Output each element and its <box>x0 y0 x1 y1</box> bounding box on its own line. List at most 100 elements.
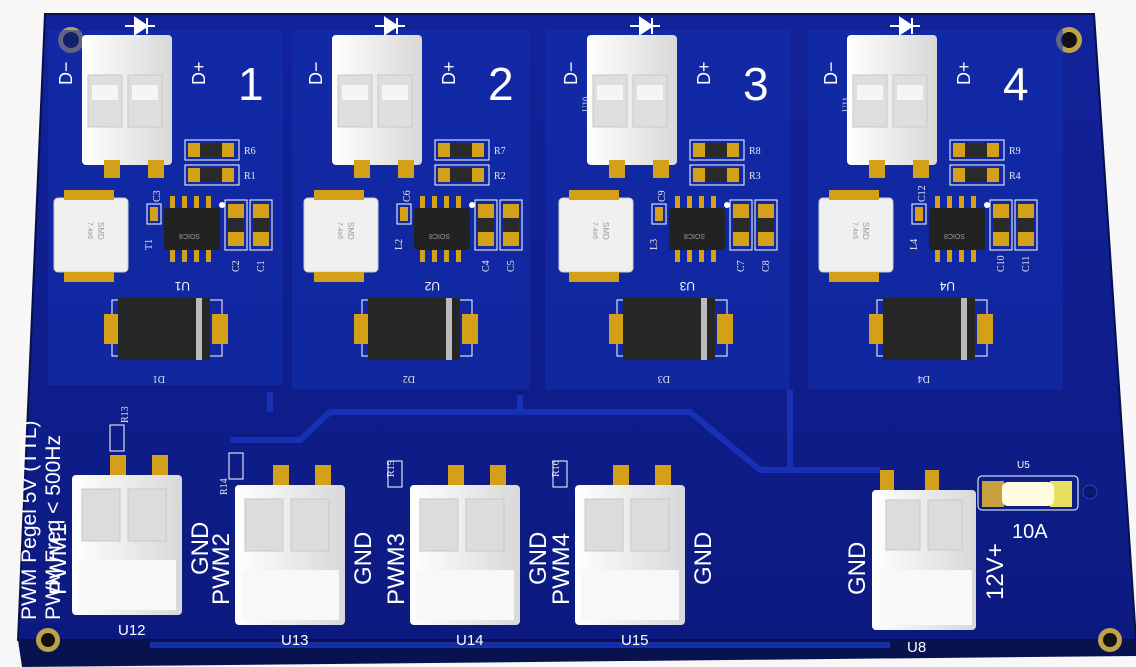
diode-smd <box>869 298 993 360</box>
connector-ref: U11 <box>841 97 851 112</box>
pwm-gnd-label: GND <box>187 522 214 575</box>
resistor-label: R4 <box>1009 171 1021 182</box>
cap-label: C8 <box>761 260 772 272</box>
pwm-gnd-label: GND <box>690 532 717 585</box>
neg-label: D− <box>306 61 326 85</box>
resistor-label: R8 <box>749 146 761 157</box>
connector-ref: U10 <box>581 96 591 112</box>
neg-label: D− <box>56 61 76 85</box>
channel-number: 1 <box>238 58 264 110</box>
resistor: R8 <box>689 139 761 161</box>
ic-package-text: SOIC8 <box>944 232 965 239</box>
power-connector: GND 12V+ U8 <box>844 470 1009 656</box>
resistor: R7 <box>434 139 506 161</box>
pwm-signal-label: PWM4 <box>548 533 575 605</box>
trace-lines <box>150 390 890 648</box>
inductor-label: L3 <box>649 239 660 250</box>
inductor-label: T1 <box>144 239 155 250</box>
power-gnd-label: GND <box>844 542 871 595</box>
diode-symbol-icon <box>125 16 155 36</box>
ic-package-text: SOIC8 <box>684 232 705 239</box>
pwm-signal-label: PWM2 <box>208 533 235 605</box>
diode-smd <box>354 298 478 360</box>
pwm-gnd-label: GND <box>525 532 552 585</box>
capacitor-small <box>146 203 162 225</box>
pwm-resistor-label: R16 <box>551 460 562 477</box>
channel-number: 4 <box>1003 58 1029 110</box>
info-line-2: PWM Freq < 500Hz <box>42 435 65 620</box>
pwm-ref-label: U14 <box>456 632 484 649</box>
pwm-signal-label: PWM1 <box>45 523 72 595</box>
led-connector <box>847 35 937 178</box>
pwm-signal-label: PWM3 <box>383 533 410 605</box>
resistor: R1 <box>184 164 256 186</box>
inductor-text: SMD <box>96 222 105 240</box>
resistor-label: R3 <box>749 171 761 182</box>
cap-small-label: C3 <box>152 190 163 202</box>
inductor-label: L4 <box>909 239 920 250</box>
capacitor: C2 <box>224 199 248 272</box>
cap-small-label: C6 <box>402 190 413 202</box>
cap-label: C11 <box>1021 256 1032 272</box>
pwm-gnd-label: GND <box>350 532 377 585</box>
resistor-label: R7 <box>494 146 506 157</box>
capacitor: C7 <box>729 199 753 272</box>
cap-label: C10 <box>996 255 1007 272</box>
fuse-ref-label: U5 <box>1017 460 1030 471</box>
diode-smd <box>609 298 733 360</box>
cap-label: C2 <box>231 260 242 272</box>
resistor: R3 <box>689 164 761 186</box>
diode-label: D3 <box>658 373 670 384</box>
diode-label: D4 <box>918 373 930 384</box>
ic-package-text: SOIC8 <box>179 232 200 239</box>
fuse-rating-label: 10A <box>1012 521 1048 543</box>
led-connector <box>82 35 172 178</box>
fuse: U5 10A <box>977 460 1098 543</box>
resistor: R9 <box>949 139 1021 161</box>
info-line-1: PWM Pegel 5V (TTL) <box>18 420 41 620</box>
cap-small-label: C9 <box>657 190 668 202</box>
ic-label: U3 <box>679 279 695 293</box>
info-text-block: PWM Pegel 5V (TTL) PWM Freq < 500Hz <box>18 420 65 620</box>
neg-label: D− <box>821 61 841 85</box>
led-connector <box>332 35 422 178</box>
ic-label: U1 <box>174 279 190 293</box>
pwm-ref-label: U13 <box>281 632 309 649</box>
pwm-resistor: R16 <box>551 460 568 488</box>
resistor-label: R9 <box>1009 146 1021 157</box>
pwm-resistor: R14 <box>219 452 244 495</box>
diode-smd <box>104 298 228 360</box>
cap-label: C7 <box>736 260 747 272</box>
pwm-ref-label: U15 <box>621 632 649 649</box>
resistor-label: R1 <box>244 171 256 182</box>
resistor: R2 <box>434 164 506 186</box>
power-vin-label: 12V+ <box>982 543 1009 600</box>
pwm-resistor-label: R13 <box>120 406 131 423</box>
ic-package-text: SOIC8 <box>429 232 450 239</box>
inductor-size-text: 7.4x6 <box>86 222 93 239</box>
diode-symbol-icon <box>890 16 920 36</box>
ic-soic8: SOIC8 <box>414 196 475 262</box>
pwm-resistor: R13 <box>109 406 131 452</box>
diode-symbol-icon <box>630 16 660 36</box>
resistor: R4 <box>949 164 1021 186</box>
resistor-label: R6 <box>244 146 256 157</box>
inductor-text: SMD <box>601 222 610 240</box>
resistor: R6 <box>184 139 256 161</box>
channel-number: 2 <box>488 58 514 110</box>
resistor-label: R2 <box>494 171 506 182</box>
pwm-ref-label: U12 <box>118 622 146 639</box>
pwm-resistor: R15 <box>386 460 403 488</box>
cap-small-label: C12 <box>917 185 928 202</box>
